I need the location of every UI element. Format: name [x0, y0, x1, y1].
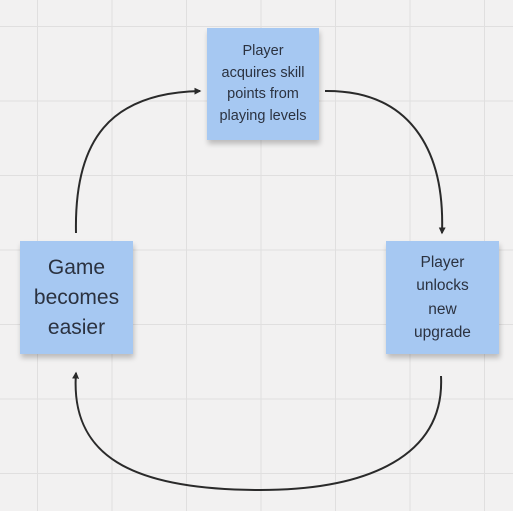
sticky-note-text: Game becomes easier	[33, 255, 120, 339]
sticky-note-skill-points[interactable]: Player acquires skill points from playin…	[207, 28, 319, 140]
arrow-skill-points-to-upgrade[interactable]	[324, 89, 446, 235]
sticky-note-text: Player acquires skill points from playin…	[219, 43, 307, 124]
sticky-note-game-easier[interactable]: Game becomes easier	[20, 241, 133, 354]
sticky-note-text: Player unlocks new upgrade	[414, 253, 471, 342]
arrow-upgrade-to-easier[interactable]	[72, 371, 443, 492]
arrow-easier-to-skill-points[interactable]	[74, 87, 202, 234]
sticky-note-unlock-upgrade[interactable]: Player unlocks new upgrade	[386, 241, 499, 354]
